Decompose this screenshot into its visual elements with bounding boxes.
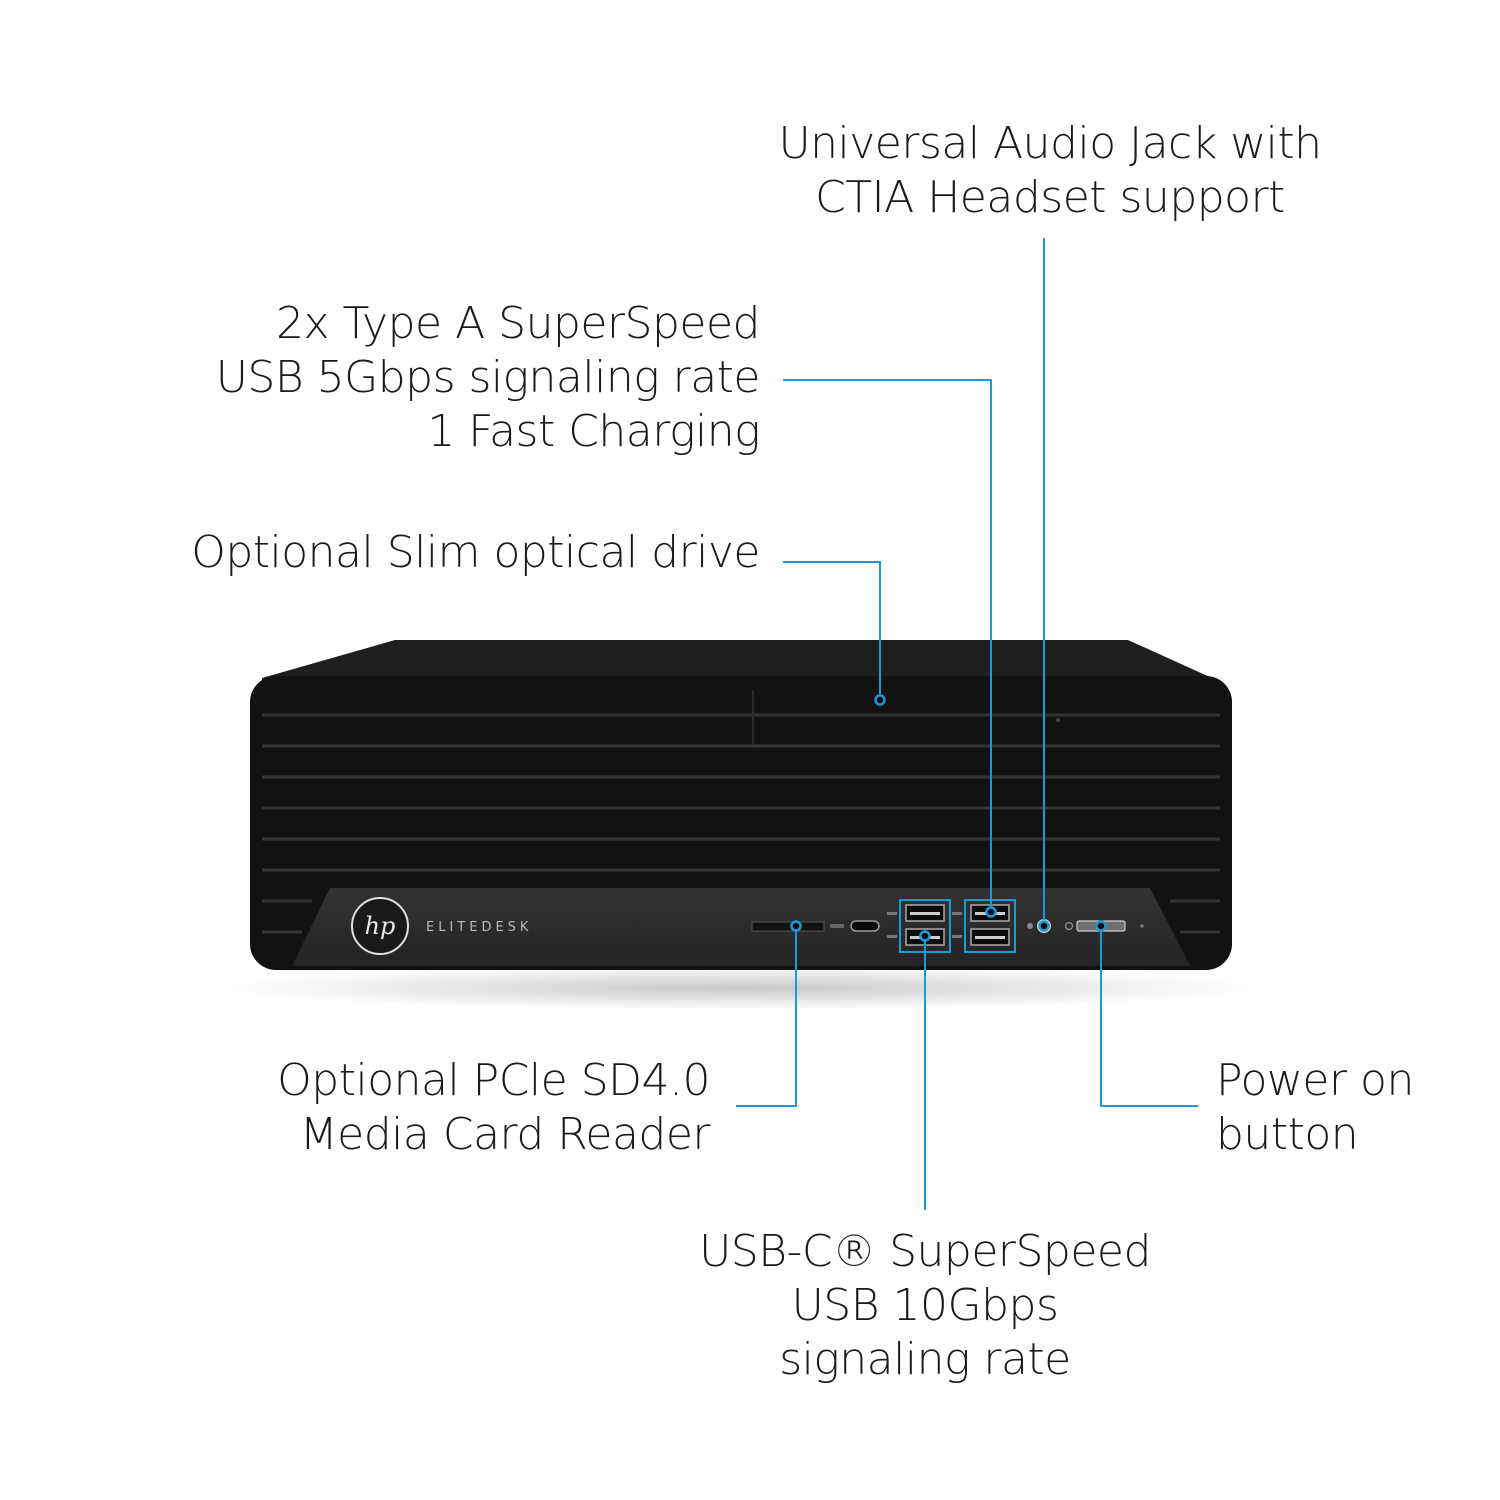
callout-line: USB 5Gbps signaling rate — [215, 352, 761, 403]
marker-dots — [790, 694, 1107, 942]
front-vents — [262, 713, 1220, 934]
floor-shadow — [220, 966, 1260, 1010]
usb-a-right-highlight — [964, 899, 1016, 953]
model-label: ELITEDESK — [426, 920, 532, 935]
callout-optical-drive: Optional Slim optical drive — [110, 526, 760, 580]
leader-lines — [736, 238, 1198, 1210]
callout-line: Optional Slim optical drive — [191, 527, 760, 578]
optical-eject-dot — [1056, 718, 1060, 722]
callout-usb-a: 2x Type A SuperSpeed USB 5Gbps signaling… — [160, 297, 761, 459]
callout-line: signaling rate — [779, 1334, 1071, 1385]
callout-line: Universal Audio Jack with — [778, 118, 1322, 169]
callout-line: CTIA Headset support — [815, 172, 1285, 223]
callout-line: USB 10Gbps — [791, 1280, 1059, 1331]
callout-line: 1 Fast Charging — [427, 406, 760, 457]
callout-audio-jack: Universal Audio Jack with CTIA Headset s… — [700, 117, 1400, 225]
callout-power-button: Power on button — [1216, 1054, 1496, 1162]
callout-line: Power on — [1216, 1055, 1414, 1106]
callout-line: button — [1216, 1109, 1359, 1160]
svg-text:hp: hp — [365, 912, 396, 940]
usb-a-left-highlight — [899, 899, 951, 953]
hp-logo: hp — [351, 897, 409, 955]
callout-line: Optional PCle SD4.0 — [277, 1055, 710, 1106]
callout-usb-c: USB-C® SuperSpeed USB 10Gbps signaling r… — [625, 1225, 1225, 1387]
callout-line: Media Card Reader — [299, 1109, 711, 1160]
callout-sd-reader: Optional PCle SD4.0 Media Card Reader — [210, 1054, 710, 1162]
sd-card-slot — [751, 921, 825, 932]
callout-line: 2x Type A SuperSpeed — [276, 298, 761, 349]
callout-line: USB-C® SuperSpeed — [699, 1226, 1151, 1277]
usb-c-port — [850, 920, 880, 932]
